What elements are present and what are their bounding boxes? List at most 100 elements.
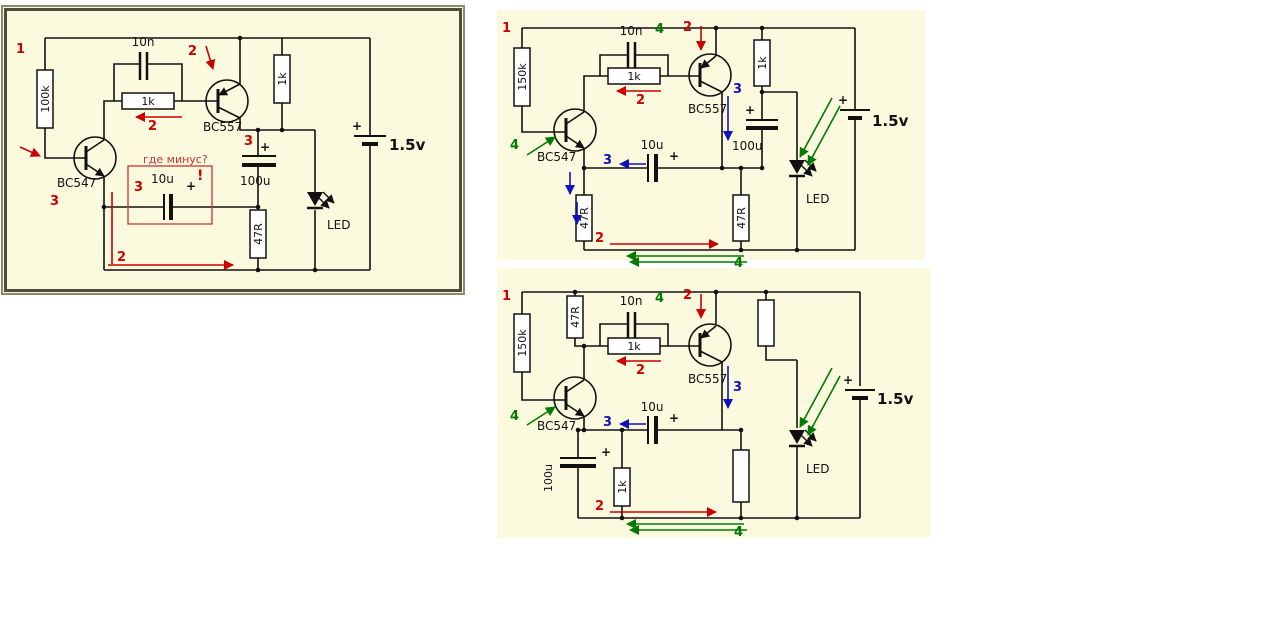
transistor-bc547: BC547 xyxy=(537,376,597,433)
capacitor-10u-plus: + xyxy=(186,179,196,193)
transistor-bc547: BC547 xyxy=(57,136,117,190)
capacitor-10u: + 10u xyxy=(641,400,679,444)
step-number: 3 xyxy=(244,134,253,149)
step-number: 3 xyxy=(603,153,612,168)
current-arrow-green xyxy=(526,406,556,426)
transistor-bc557: BC557 xyxy=(688,323,732,386)
current-arrow-green xyxy=(799,367,833,428)
green-annotations: 4 4 4 xyxy=(510,22,841,271)
capacitor-10n-label: 10n xyxy=(620,294,643,308)
resistor-1k-label: 1k xyxy=(627,70,641,83)
resistor-1k-collector-label: 1k xyxy=(276,72,289,86)
step-number: 3 xyxy=(134,180,143,195)
step-number: 1 xyxy=(502,21,511,36)
highlight-box xyxy=(127,165,213,225)
step-number: 2 xyxy=(636,363,645,378)
resistor-100k-label: 100k xyxy=(39,85,52,113)
resistor-100k: 100k xyxy=(36,69,54,129)
blue-annotations: 3 3 xyxy=(565,82,742,225)
capacitor-10u-label: 10u xyxy=(641,138,664,152)
battery-symbol: + 1.5v xyxy=(838,93,909,130)
red-annotations: 1 2 2 2 xyxy=(502,288,717,517)
transistor-bc557-label: BC557 xyxy=(203,120,242,134)
resistor-1k-collector: 1k xyxy=(753,39,771,87)
led-symbol: LED xyxy=(789,159,830,206)
resistor-47r-top: 47R xyxy=(566,295,584,339)
capacitor-10u: + 10u xyxy=(641,138,679,182)
panel-1-background xyxy=(1,5,465,295)
resistor-1k-small-label: 1k xyxy=(616,480,629,494)
step-number: 4 xyxy=(734,256,743,271)
red-annotations: 1 3 3 3 2 2 2 xyxy=(16,42,253,270)
battery-plus: + xyxy=(352,119,362,133)
resistor-unlabeled-top xyxy=(757,299,775,347)
step-number: 4 xyxy=(655,291,664,306)
led-emission-arrow xyxy=(800,164,813,177)
capacitor-100u-label: 100u xyxy=(542,464,555,492)
current-arrow-red xyxy=(19,146,41,157)
current-arrow-green xyxy=(526,136,556,156)
resistor-150k-label: 150k xyxy=(516,63,529,91)
current-arrow-green xyxy=(807,105,841,166)
capacitor-10n: 10n xyxy=(620,24,643,68)
current-arrow-green xyxy=(807,375,841,436)
capacitor-100u-label: 100u xyxy=(732,139,763,153)
resistor-1k-feedback: 1k xyxy=(607,67,661,85)
circuit-wires xyxy=(521,27,856,251)
resistor-150k: 150k xyxy=(513,313,531,373)
resistor-47r-emitter: 47R xyxy=(575,194,593,242)
step-number: 2 xyxy=(636,93,645,108)
resistor-47r: 47R xyxy=(249,209,267,259)
led-label: LED xyxy=(327,218,351,232)
resistor-47r-label: 47R xyxy=(252,223,265,245)
panel-3-background xyxy=(497,268,930,538)
step-number: 2 xyxy=(595,231,604,246)
panel-3-variant-schematic: 150k 47R 10n 1k BC547 BC557 xyxy=(497,268,930,540)
resistor-1k-small: 1k xyxy=(613,467,631,507)
resistor-47r-emitter-label: 47R xyxy=(578,207,591,229)
transistor-bc557-label: BC557 xyxy=(688,102,727,116)
battery-voltage: 1.5v xyxy=(389,136,426,154)
capacitor-10n: 10n xyxy=(132,35,155,80)
resistor-1k-feedback: 1k xyxy=(607,337,661,355)
step-number: 4 xyxy=(510,409,519,424)
circuit-wires xyxy=(44,37,371,271)
panel-1-frame xyxy=(4,8,462,292)
question-text: где минус? xyxy=(143,153,208,166)
step-number: 4 xyxy=(510,138,519,153)
led-emission-arrow xyxy=(322,191,335,204)
capacitor-10u-highlighted: где минус? 10u + ! xyxy=(127,153,213,225)
step-number: 2 xyxy=(595,499,604,514)
step-number: 3 xyxy=(733,82,742,97)
capacitor-10u-plus: + xyxy=(669,149,679,163)
capacitor-10n-label: 10n xyxy=(132,35,155,49)
battery-symbol: + 1.5v xyxy=(843,373,914,408)
resistor-47r-top-label: 47R xyxy=(569,306,582,328)
step-number: 2 xyxy=(683,20,692,35)
step-number: 1 xyxy=(16,42,25,57)
battery-voltage: 1.5v xyxy=(872,112,909,130)
capacitor-100u: + 100u xyxy=(240,140,276,188)
capacitor-100u: + 100u xyxy=(542,445,611,492)
resistor-150k: 150k xyxy=(513,47,531,107)
resistor-150k-label: 150k xyxy=(516,329,529,357)
capacitor-10n-label: 10n xyxy=(620,24,643,38)
capacitor-100u: + 100u xyxy=(732,103,778,153)
junction-dots xyxy=(101,35,318,273)
current-arrow-red xyxy=(205,45,216,70)
resistor-47r-led-label: 47R xyxy=(735,207,748,229)
resistor-1k-collector-label: 1k xyxy=(756,56,769,70)
capacitor-10u-label: 10u xyxy=(641,400,664,414)
step-number: 2 xyxy=(148,119,157,134)
step-number: 2 xyxy=(683,288,692,303)
blue-annotations: 3 3 xyxy=(603,366,742,430)
step-number: 1 xyxy=(502,289,511,304)
junction-dots xyxy=(581,25,800,253)
step-number: 2 xyxy=(117,250,126,265)
led-label: LED xyxy=(806,192,830,206)
capacitor-100u-plus: + xyxy=(601,445,611,459)
capacitor-100u-plus: + xyxy=(260,140,270,154)
led-label: LED xyxy=(806,462,830,476)
battery-plus: + xyxy=(838,93,848,107)
